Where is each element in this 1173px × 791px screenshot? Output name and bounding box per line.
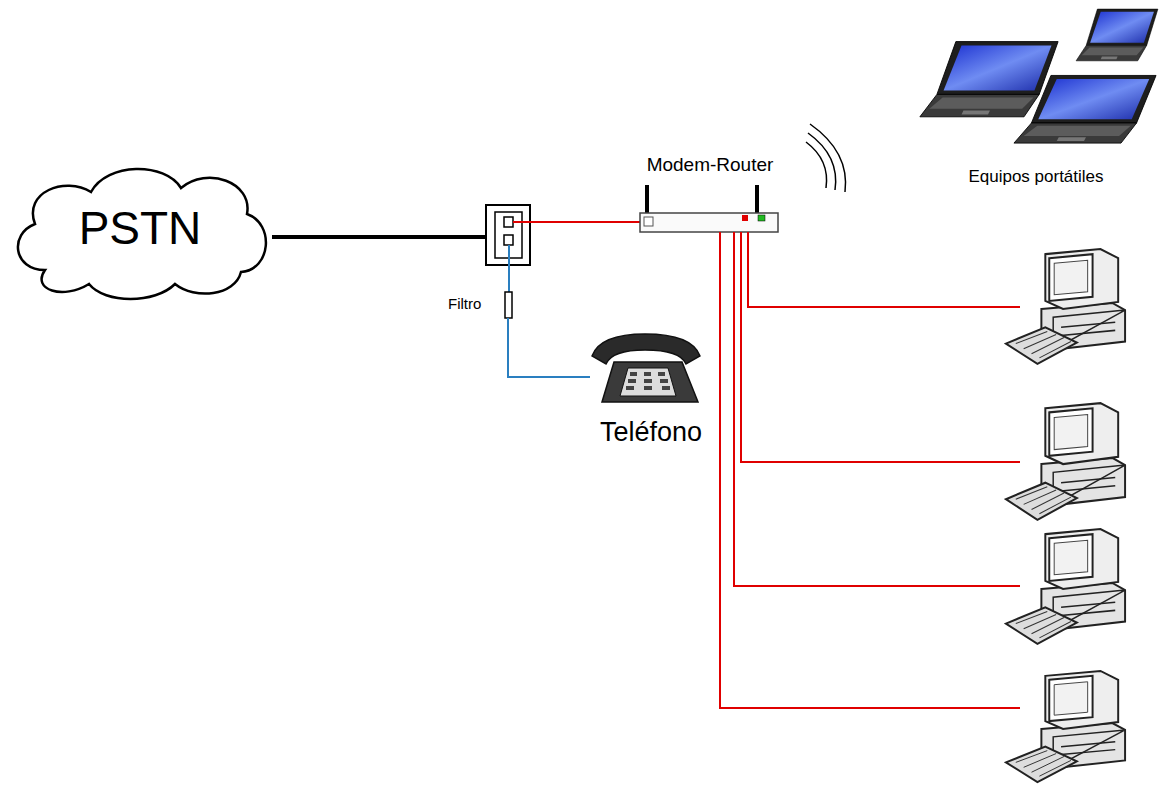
phone-key [626,386,634,390]
wifi-wave [808,133,836,190]
filter-node: Filtro [444,290,516,318]
lan-cable [734,232,1020,586]
wifi-wave [810,124,846,192]
node-label: Equipos portátiles [968,167,1103,187]
phone-key [628,379,636,383]
node-label: Filtro [448,295,481,312]
laptop [920,42,1058,117]
device-group: Equipos portátiles [905,5,1167,191]
phone-key [660,379,668,383]
phone-keys [626,372,670,390]
telephone-node: Teléfono [590,330,712,448]
phone-key [644,379,652,383]
phone-body [602,362,698,402]
desktop-pc [1006,671,1125,782]
router-led [758,215,765,221]
telephone-symbol [592,334,700,402]
laptop [1076,9,1158,61]
router-node: Modem-Router [612,150,808,236]
phone-cable [508,245,510,292]
router-port [644,217,653,226]
phone-key [630,372,637,376]
phone-key [644,372,651,376]
lan-cables [720,232,1020,708]
desktop-pc [1006,249,1125,364]
node-label: Modem-Router [647,154,774,176]
wifi-wave [806,142,827,188]
cloud-shape [18,169,266,299]
lan-cable [748,232,1020,307]
router-antenna [755,185,759,215]
router-box [640,213,778,232]
dsl-cable [513,221,641,223]
lan-cable [741,232,1020,462]
router-led [742,215,748,221]
phone-key [662,386,670,390]
socket-port [504,217,513,227]
pstn-line [272,235,486,239]
network-cloud: PSTN [5,158,275,302]
desktop-pc [1006,403,1125,520]
lan-cable [720,232,1020,708]
wifi-waves [806,124,846,192]
socket-port [504,235,513,245]
phone-keypad [620,368,676,396]
phone-cable [508,318,590,377]
phone-key [644,386,652,390]
phone-key [658,372,665,376]
filter-symbol [505,292,512,318]
node-label: PSTN [79,202,202,255]
router-antenna [645,185,649,215]
router-symbol [640,185,778,232]
laptop [1014,75,1156,143]
phone-handset [592,334,700,364]
desktop-pc [1006,529,1125,644]
node-label: Teléfono [600,417,702,448]
